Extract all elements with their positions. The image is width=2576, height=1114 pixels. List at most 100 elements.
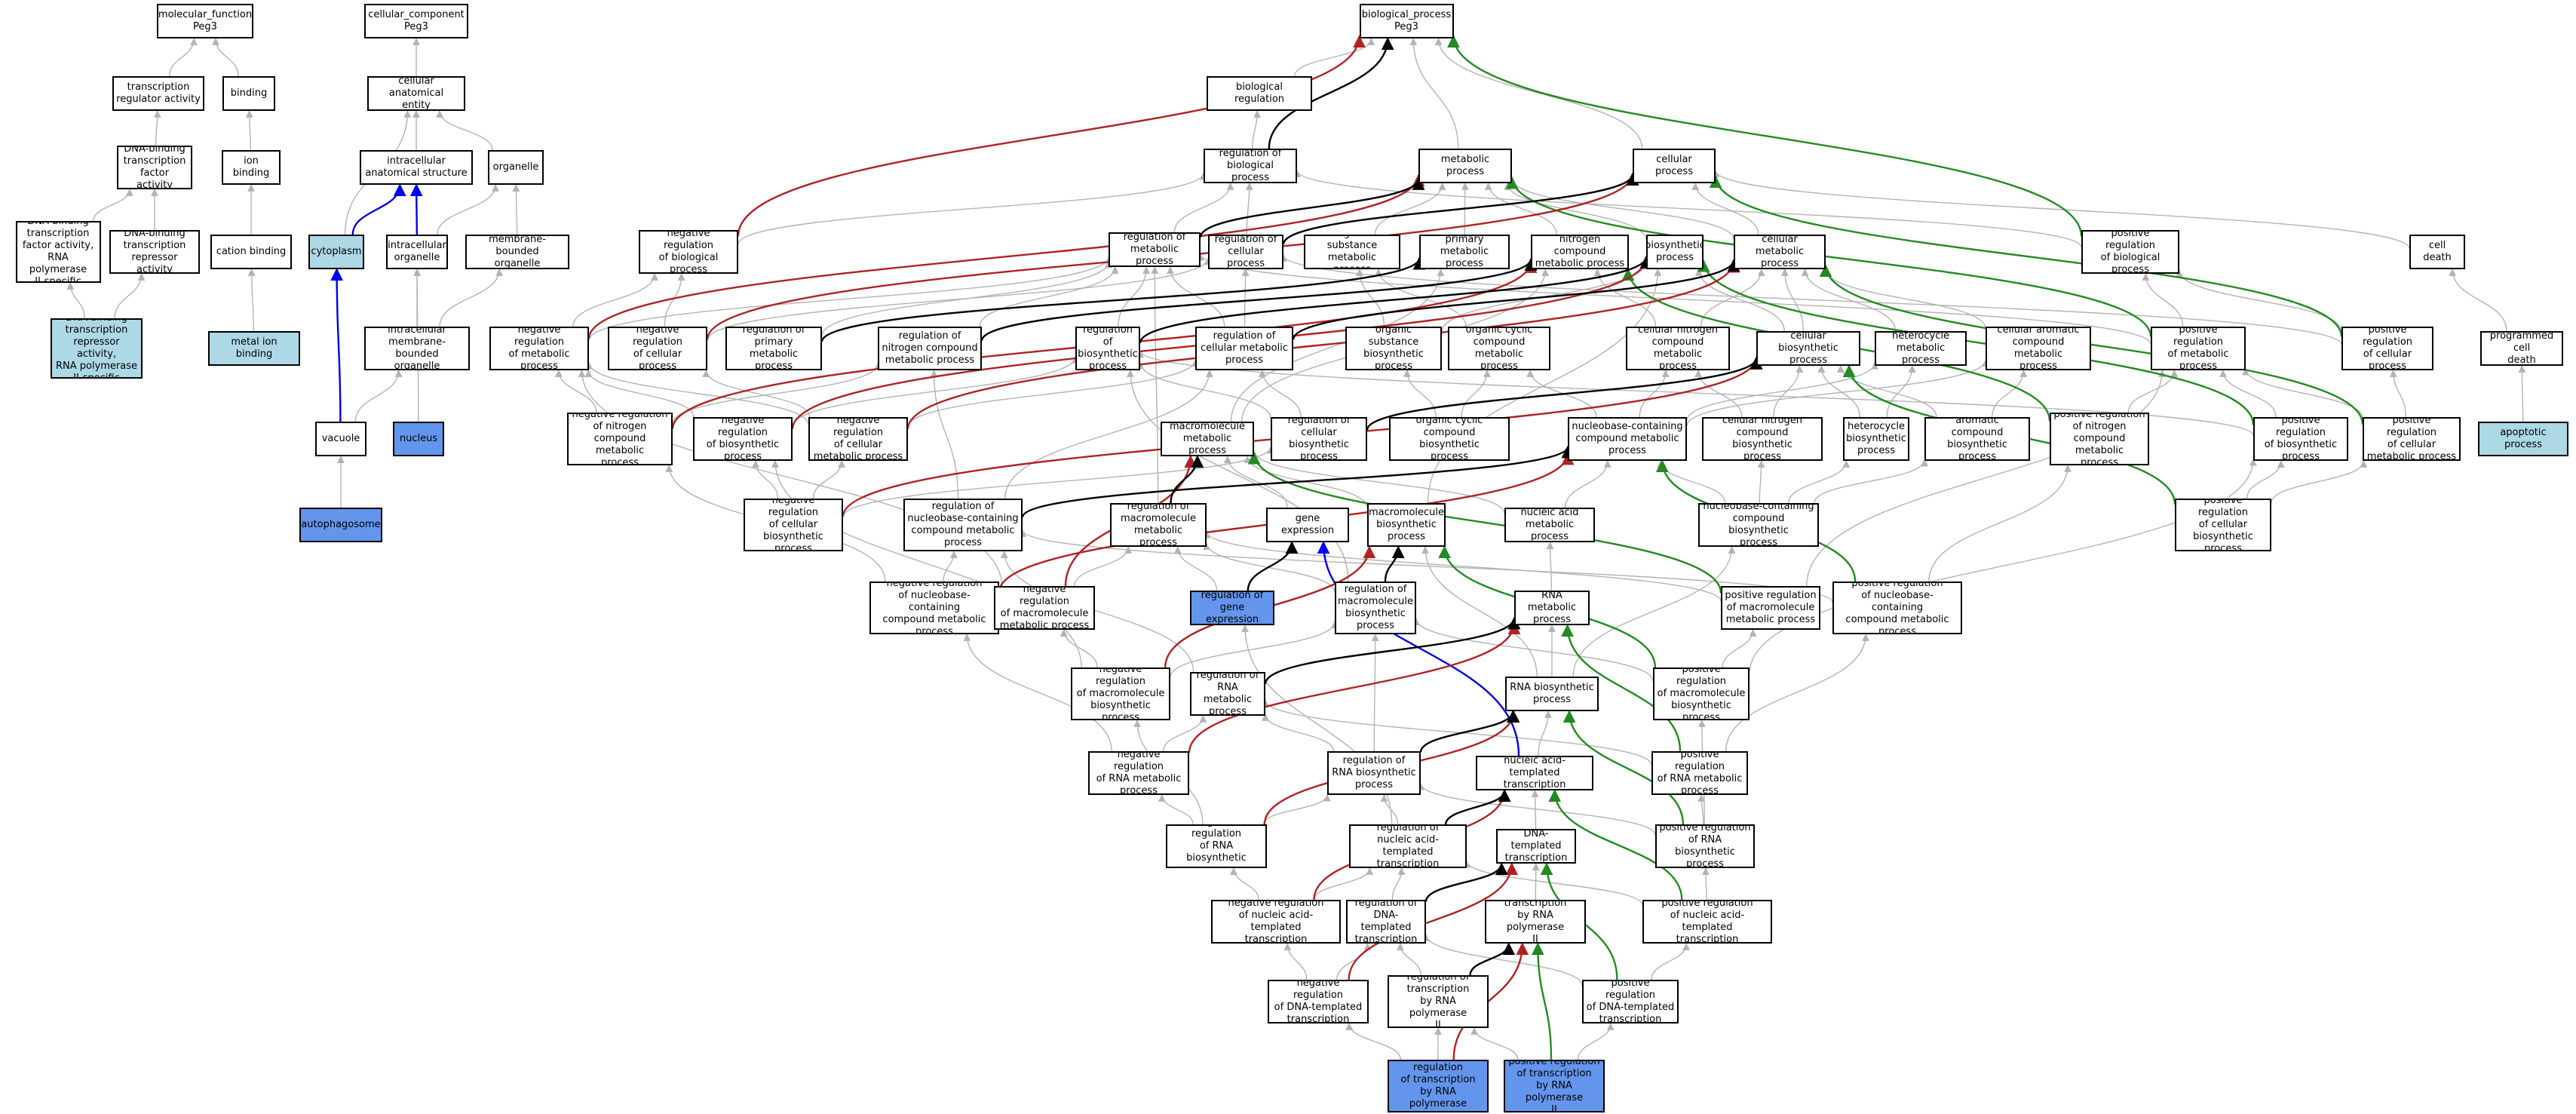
go-node-mbo[interactable]: membrane-bounded organelle (465, 235, 569, 269)
go-node-rncmp[interactable]: regulation of nitrogen compound metaboli… (878, 327, 982, 370)
go-node-nrmmp[interactable]: negative regulation of macromolecule met… (994, 586, 1095, 630)
go-node-nucleus[interactable]: nucleus (393, 422, 444, 456)
go-node-rbsp[interactable]: regulation of biosynthetic process (1075, 327, 1140, 370)
go-node-celldeath[interactable]: cell death (2409, 235, 2465, 269)
go-node-rmp[interactable]: regulation of metabolic process (1109, 232, 1201, 267)
go-node-nrcmp[interactable]: negative regulation of cellular metaboli… (808, 417, 908, 461)
go-node-rbp[interactable]: regulation of biological process (1204, 149, 1297, 183)
go-node-vacuole[interactable]: vacuole (315, 422, 366, 456)
go-node-rrnabp[interactable]: regulation of RNA biosynthetic process (1327, 751, 1421, 795)
go-node-dbtra[interactable]: DNA-binding transcription repressor acti… (109, 230, 200, 274)
go-node-prbsp[interactable]: positive regulation of biosynthetic proc… (2253, 417, 2348, 461)
go-node-prmp[interactable]: positive regulation of metabolic process (2151, 327, 2246, 370)
go-node-rrnamp[interactable]: regulation of RNA metabolic process (1190, 672, 1265, 716)
go-node-mmp[interactable]: macromolecule metabolic process (1161, 422, 1254, 456)
go-node-rnabp[interactable]: RNA biosynthetic process (1505, 677, 1599, 711)
go-node-dbtfa2[interactable]: DNA-binding transcription factor activit… (15, 221, 101, 283)
go-node-rcp[interactable]: regulation of cellular process (1208, 235, 1283, 269)
go-node-cncbp[interactable]: cellular nitrogen compound biosynthetic … (1702, 417, 1823, 461)
go-node-rge[interactable]: regulation of gene expression (1190, 591, 1274, 625)
go-node-nrtrp2[interactable]: negative regulation of transcription by … (1388, 1060, 1489, 1112)
go-node-occbp[interactable]: organic cyclic compound biosynthetic pro… (1389, 417, 1510, 461)
go-node-cytoplasm[interactable]: cytoplasm (308, 235, 364, 269)
go-node-prrnamp[interactable]: positive regulation of RNA metabolic pro… (1651, 751, 1748, 795)
go-node-metalb[interactable]: metal ion binding (208, 331, 300, 366)
go-node-bp[interactable]: biological_process Peg3 (1359, 4, 1454, 38)
go-node-ionb[interactable]: ion binding (222, 150, 281, 185)
go-node-osmp[interactable]: organic substance metabolic process (1304, 235, 1400, 269)
go-node-cellp[interactable]: cellular process (1633, 149, 1716, 183)
go-node-rtrp2[interactable]: regulation of transcription by RNA polym… (1388, 975, 1489, 1028)
go-node-imbo[interactable]: intracellular membrane-bounded organelle (364, 327, 470, 370)
go-node-rdtt[interactable]: regulation of DNA-templated transcriptio… (1346, 900, 1426, 944)
go-node-cationb[interactable]: cation binding (210, 235, 292, 269)
go-node-autophagosome[interactable]: autophagosome (299, 508, 382, 542)
go-node-prmmp[interactable]: positive regulation of macromolecule met… (1721, 586, 1820, 630)
go-node-tra[interactable]: transcription regulator activity (112, 76, 204, 111)
go-node-prcp[interactable]: positive regulation of cellular process (2341, 327, 2433, 370)
go-node-prnccmp[interactable]: positive regulation of nucleobase-contai… (1832, 582, 1962, 634)
go-node-prtrp2[interactable]: positive regulation of transcription by … (1504, 1060, 1605, 1112)
go-node-metab[interactable]: metabolic process (1418, 149, 1512, 183)
go-node-io[interactable]: intracellular organelle (386, 235, 448, 269)
go-node-ncmp[interactable]: nitrogen compound metabolic process (1531, 235, 1629, 269)
go-node-nccmp[interactable]: nucleobase-containing compound metabolic… (1568, 417, 1687, 461)
go-node-pmp[interactable]: primary metabolic process (1419, 235, 1510, 269)
go-node-biosyn[interactable]: biosynthetic process (1646, 235, 1704, 269)
go-node-acbp[interactable]: aromatic compound biosynthetic process (1924, 417, 2030, 461)
go-node-prmbp[interactable]: positive regulation of macromolecule bio… (1653, 667, 1750, 720)
go-node-cbp[interactable]: cellular biosynthetic process (1756, 331, 1860, 366)
go-node-nrnccmp[interactable]: negative regulation of nucleobase-contai… (869, 582, 999, 634)
go-node-nccbp[interactable]: nucleobase-containing compound biosynthe… (1698, 503, 1819, 547)
go-node-ias[interactable]: intracellular anatomical structure (360, 150, 473, 185)
go-node-geneexp[interactable]: gene expression (1266, 508, 1349, 542)
go-node-nrncmp[interactable]: negative regulation of nitrogen compound… (567, 413, 673, 465)
go-node-mf[interactable]: molecular_function Peg3 (157, 4, 253, 38)
go-node-prdtt[interactable]: positive regulation of DNA-templated tra… (1582, 980, 1679, 1023)
go-node-namp[interactable]: nucleic acid metabolic process (1504, 508, 1595, 542)
go-node-rmbp[interactable]: regulation of macromolecule biosynthetic… (1335, 582, 1416, 634)
go-node-nrmbp[interactable]: negative regulation of macromolecule bio… (1071, 667, 1170, 720)
go-node-nrbsp[interactable]: negative regulation of biosynthetic proc… (693, 417, 793, 461)
go-node-breg[interactable]: biological regulation (1207, 76, 1312, 111)
go-node-rmmp[interactable]: regulation of macromolecule metabolic pr… (1110, 503, 1207, 547)
go-node-nrdtt[interactable]: negative regulation of DNA-templated tra… (1268, 980, 1369, 1023)
go-node-hbp[interactable]: heterocycle biosynthetic process (1843, 417, 1909, 461)
go-node-cae[interactable]: cellular anatomical entity (367, 76, 465, 111)
go-node-pcd[interactable]: programmed cell death (2480, 331, 2563, 366)
go-node-nrbp[interactable]: negative regulation of biological proces… (639, 230, 738, 274)
go-node-cacmp[interactable]: cellular aromatic compound metabolic pro… (1986, 327, 2091, 370)
go-node-mbp[interactable]: macromolecule biosynthetic process (1367, 503, 1446, 547)
go-node-prrnabp[interactable]: positive regulation of RNA biosynthetic … (1655, 824, 1755, 868)
go-node-nrmp[interactable]: negative regulation of metabolic process (489, 327, 589, 370)
go-node-osbp[interactable]: organic substance biosynthetic process (1345, 327, 1442, 370)
go-node-rnccmp[interactable]: regulation of nucleobase-containing comp… (903, 499, 1023, 551)
go-node-rnatt[interactable]: regulation of nucleic acid-templated tra… (1349, 824, 1467, 868)
go-node-cc[interactable]: cellular_component Peg3 (364, 4, 468, 38)
go-node-cncmp[interactable]: cellular nitrogen compound metabolic pro… (1626, 327, 1730, 370)
go-node-rcbp[interactable]: regulation of cellular biosynthetic proc… (1271, 417, 1367, 461)
go-node-rpmp[interactable]: regulation of primary metabolic process (725, 327, 822, 370)
go-node-nrrnabp[interactable]: negative regulation of RNA biosynthetic … (1166, 824, 1267, 868)
go-node-nrcp[interactable]: negative regulation of cellular process (608, 327, 707, 370)
go-node-binding[interactable]: binding (222, 76, 275, 111)
go-node-rnamp[interactable]: RNA metabolic process (1514, 591, 1590, 625)
go-node-nrrnamp[interactable]: negative regulation of RNA metabolic pro… (1088, 751, 1189, 795)
go-node-apoptotic[interactable]: apoptotic process (2478, 422, 2568, 456)
go-node-prbp[interactable]: positive regulation of biological proces… (2081, 230, 2179, 274)
go-node-prcbp[interactable]: positive regulation of cellular biosynth… (2175, 499, 2271, 551)
go-node-nrcbp[interactable]: negative regulation of cellular biosynth… (744, 499, 843, 551)
go-node-prcmp[interactable]: positive regulation of cellular metaboli… (2363, 417, 2461, 461)
go-node-dbtfa[interactable]: DNA-binding transcription factor activit… (117, 146, 192, 189)
go-node-rcmp[interactable]: regulation of cellular metabolic process (1195, 327, 1293, 370)
go-node-trp2[interactable]: transcription by RNA polymerase II (1485, 900, 1586, 944)
go-node-hcmp[interactable]: heterocycle metabolic process (1875, 331, 1967, 366)
go-node-dbtrra[interactable]: DNA-binding transcription repressor acti… (51, 318, 143, 379)
go-node-natt[interactable]: nucleic acid-templated transcription (1476, 756, 1593, 790)
go-node-dtt[interactable]: DNA-templated transcription (1496, 829, 1576, 864)
go-node-cmp[interactable]: cellular metabolic process (1734, 235, 1826, 269)
go-node-organelle[interactable]: organelle (488, 150, 544, 185)
go-node-prncmp[interactable]: positive regulation of nitrogen compound… (2050, 413, 2149, 465)
go-node-occmp[interactable]: organic cyclic compound metabolic proces… (1448, 327, 1550, 370)
go-node-prnatt[interactable]: positive regulation of nucleic acid-temp… (1642, 900, 1772, 944)
